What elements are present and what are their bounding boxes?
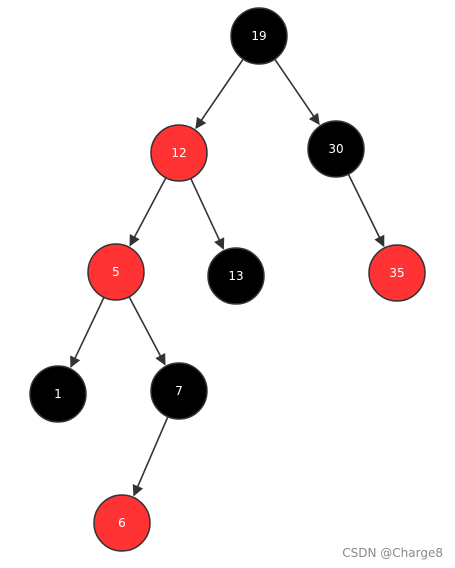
node-label: 6 bbox=[118, 516, 126, 530]
node-circle-red bbox=[368, 244, 426, 302]
tree-node-7: 7 bbox=[150, 362, 208, 420]
tree-node-19: 19 bbox=[230, 7, 288, 65]
tree-node-6: 6 bbox=[93, 494, 151, 552]
tree-node-30: 30 bbox=[307, 120, 365, 178]
tree-edges bbox=[70, 58, 385, 497]
node-label: 1 bbox=[54, 387, 62, 401]
tree-node-12: 12 bbox=[150, 124, 208, 182]
node-label: 5 bbox=[112, 265, 120, 279]
tree-nodes: 19 12 30 5 13 35 1 7 6 bbox=[29, 7, 426, 552]
watermark-text: CSDN @Charge8 bbox=[342, 546, 443, 560]
node-circle-red bbox=[93, 494, 151, 552]
node-label: 19 bbox=[251, 29, 266, 43]
edge-19-to-30 bbox=[274, 58, 320, 126]
node-circle-red bbox=[150, 124, 208, 182]
edge-5-to-7 bbox=[128, 296, 166, 366]
node-circle-black bbox=[150, 362, 208, 420]
edge-5-to-1 bbox=[70, 296, 105, 368]
edge-12-to-5 bbox=[129, 177, 167, 247]
node-circle-black bbox=[207, 247, 265, 305]
tree-node-5: 5 bbox=[87, 243, 145, 301]
tree-node-1: 1 bbox=[29, 365, 87, 423]
tree-node-13: 13 bbox=[207, 247, 265, 305]
node-label: 35 bbox=[389, 266, 404, 280]
node-circle-red bbox=[87, 243, 145, 301]
edge-30-to-35 bbox=[347, 173, 385, 248]
node-label: 30 bbox=[328, 142, 343, 156]
node-label: 12 bbox=[171, 146, 186, 160]
tree-node-35: 35 bbox=[368, 244, 426, 302]
node-circle-black bbox=[307, 120, 365, 178]
edge-7-to-6 bbox=[132, 416, 169, 497]
node-label: 7 bbox=[175, 384, 183, 398]
node-circle-black bbox=[230, 7, 288, 65]
edge-19-to-12 bbox=[195, 58, 244, 130]
node-circle-black bbox=[29, 365, 87, 423]
edge-12-to-13 bbox=[190, 178, 225, 250]
node-label: 13 bbox=[228, 269, 243, 283]
